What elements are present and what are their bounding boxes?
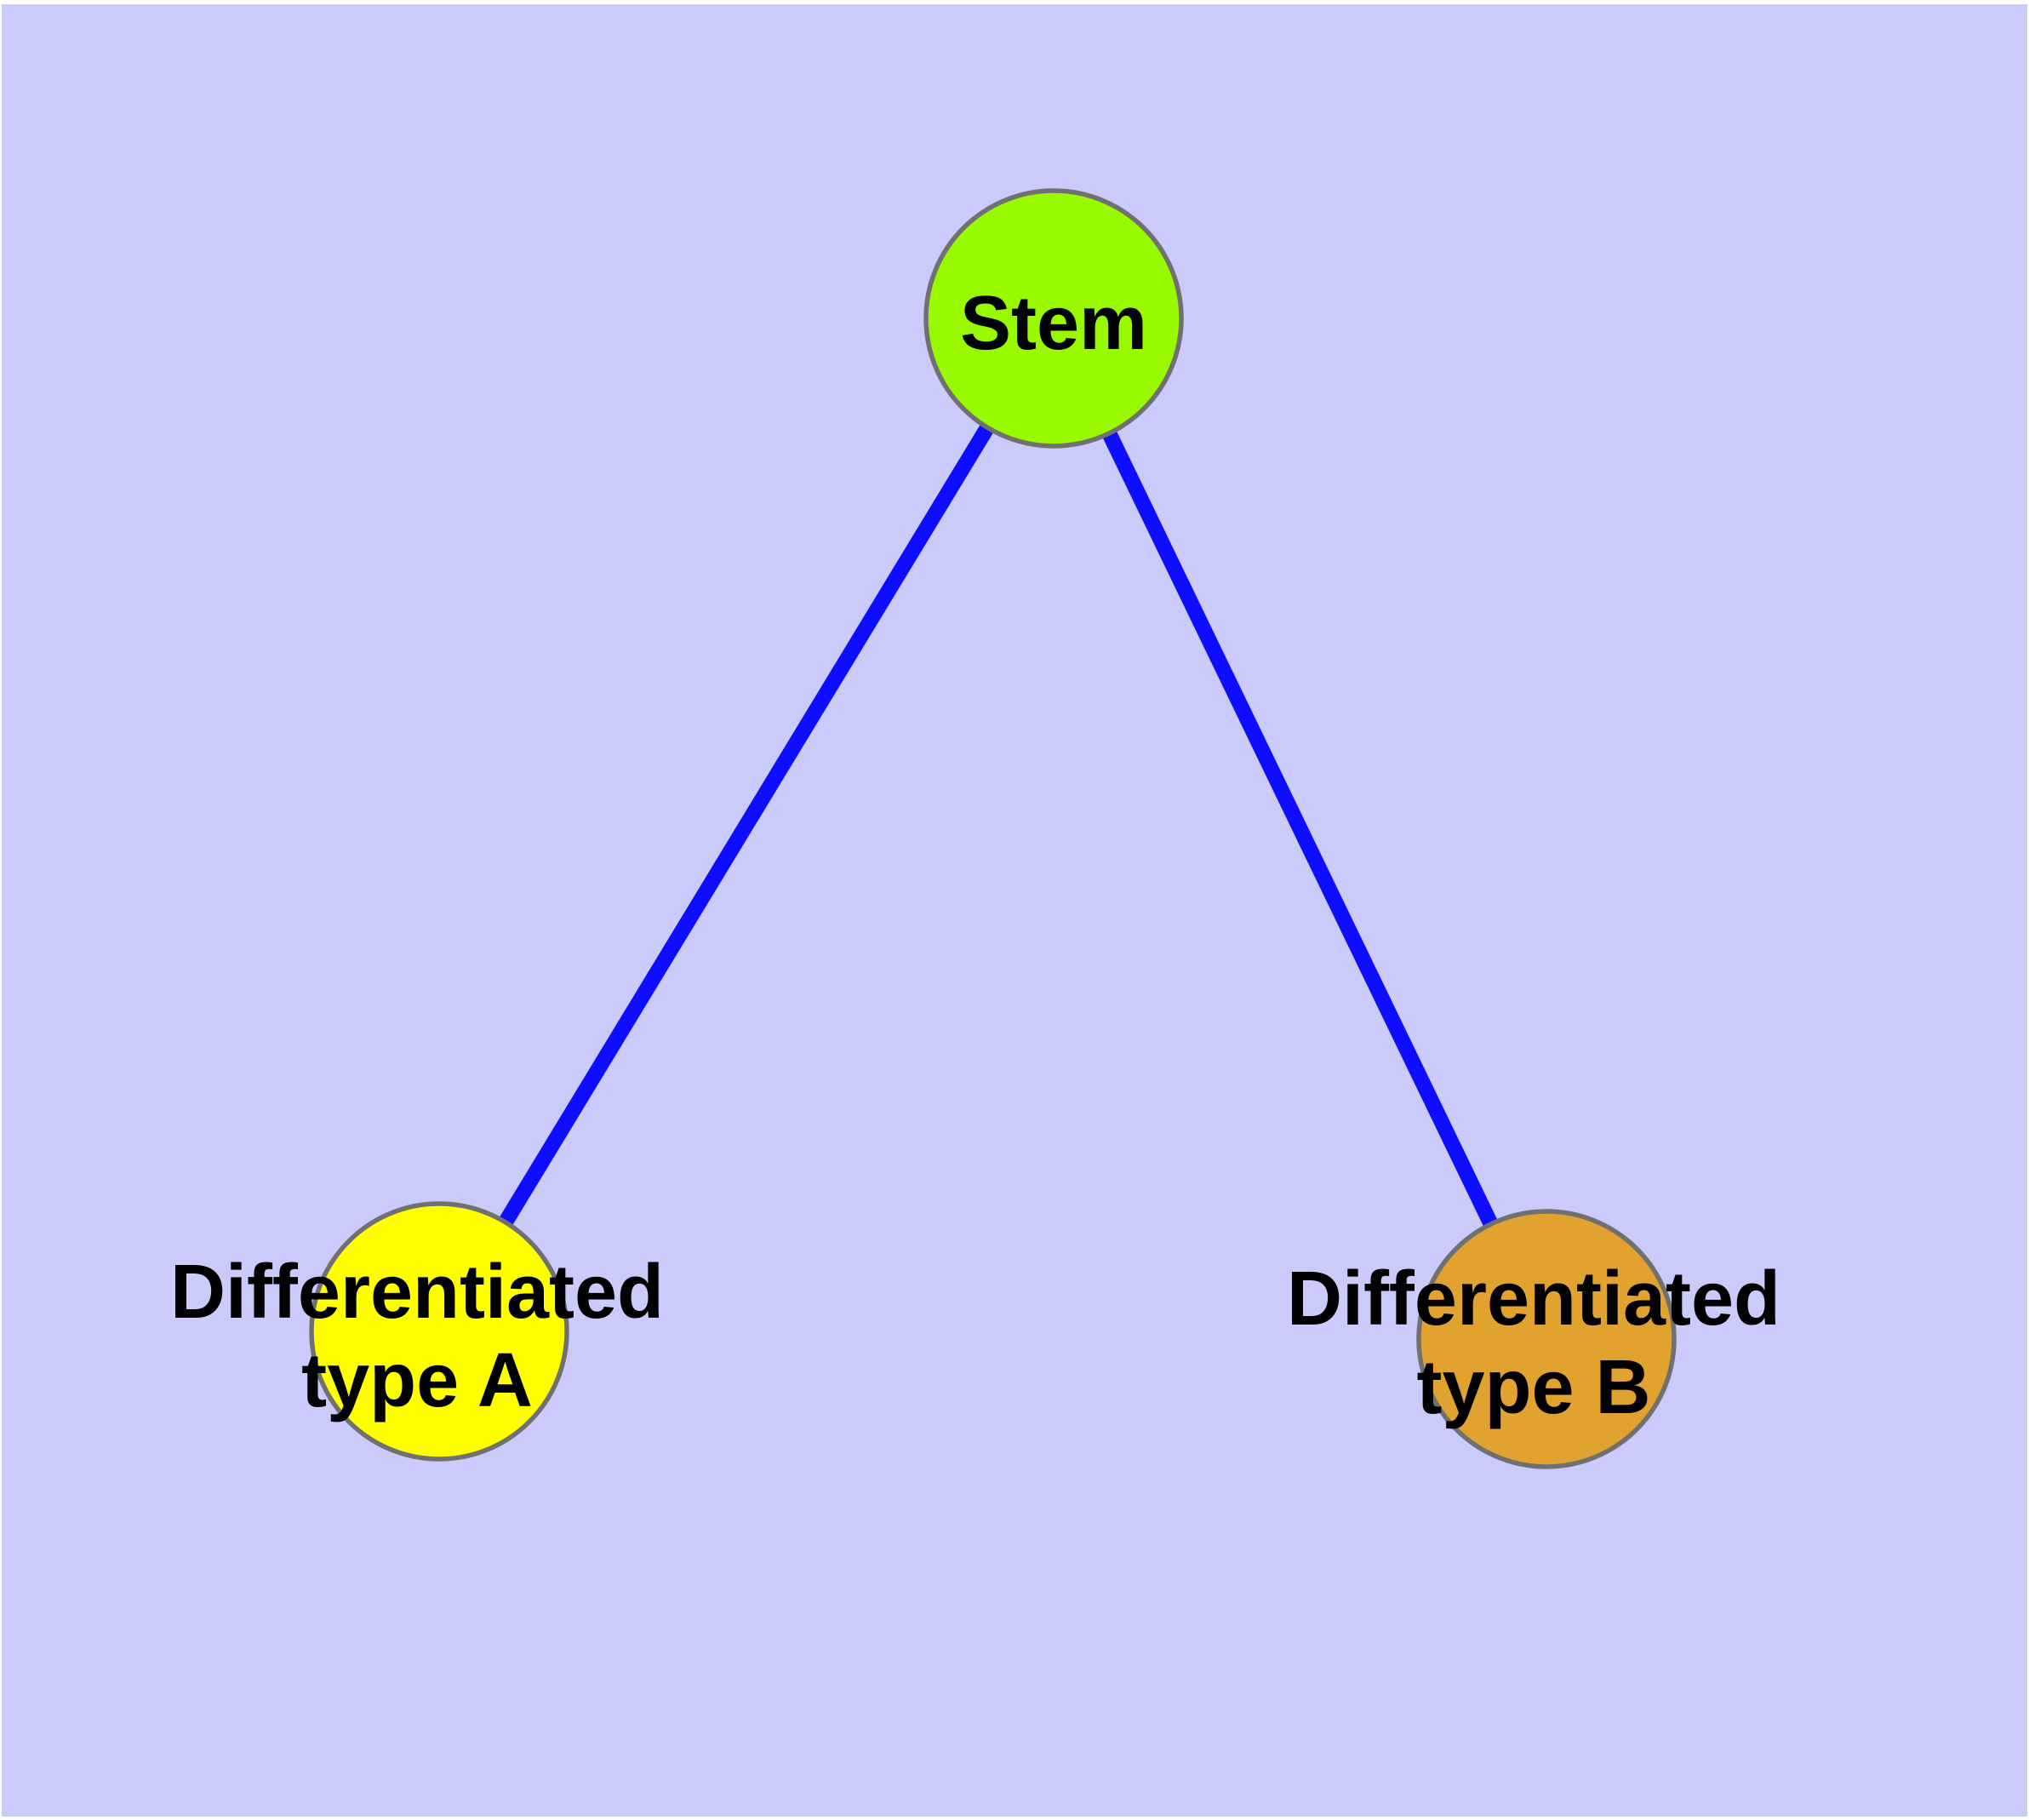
nodes-layer xyxy=(309,188,1677,1469)
node-label-stem: Stem xyxy=(960,281,1147,366)
node-label-line: Differentiated xyxy=(170,1250,664,1335)
node-label-line: Stem xyxy=(960,281,1147,366)
edge-stem-to-differentiated-type-a xyxy=(432,314,1060,1336)
edge-stem-to-differentiated-type-b xyxy=(1046,315,1554,1342)
node-stem xyxy=(923,188,1184,449)
node-differentiated-type-a xyxy=(309,1201,569,1462)
node-differentiated-type-b xyxy=(1416,1209,1677,1469)
node-label-line: type A xyxy=(301,1338,533,1423)
edges-layer xyxy=(432,314,1554,1342)
node-label-line: type B xyxy=(1416,1345,1650,1430)
node-label-line: Differentiated xyxy=(1287,1256,1780,1342)
